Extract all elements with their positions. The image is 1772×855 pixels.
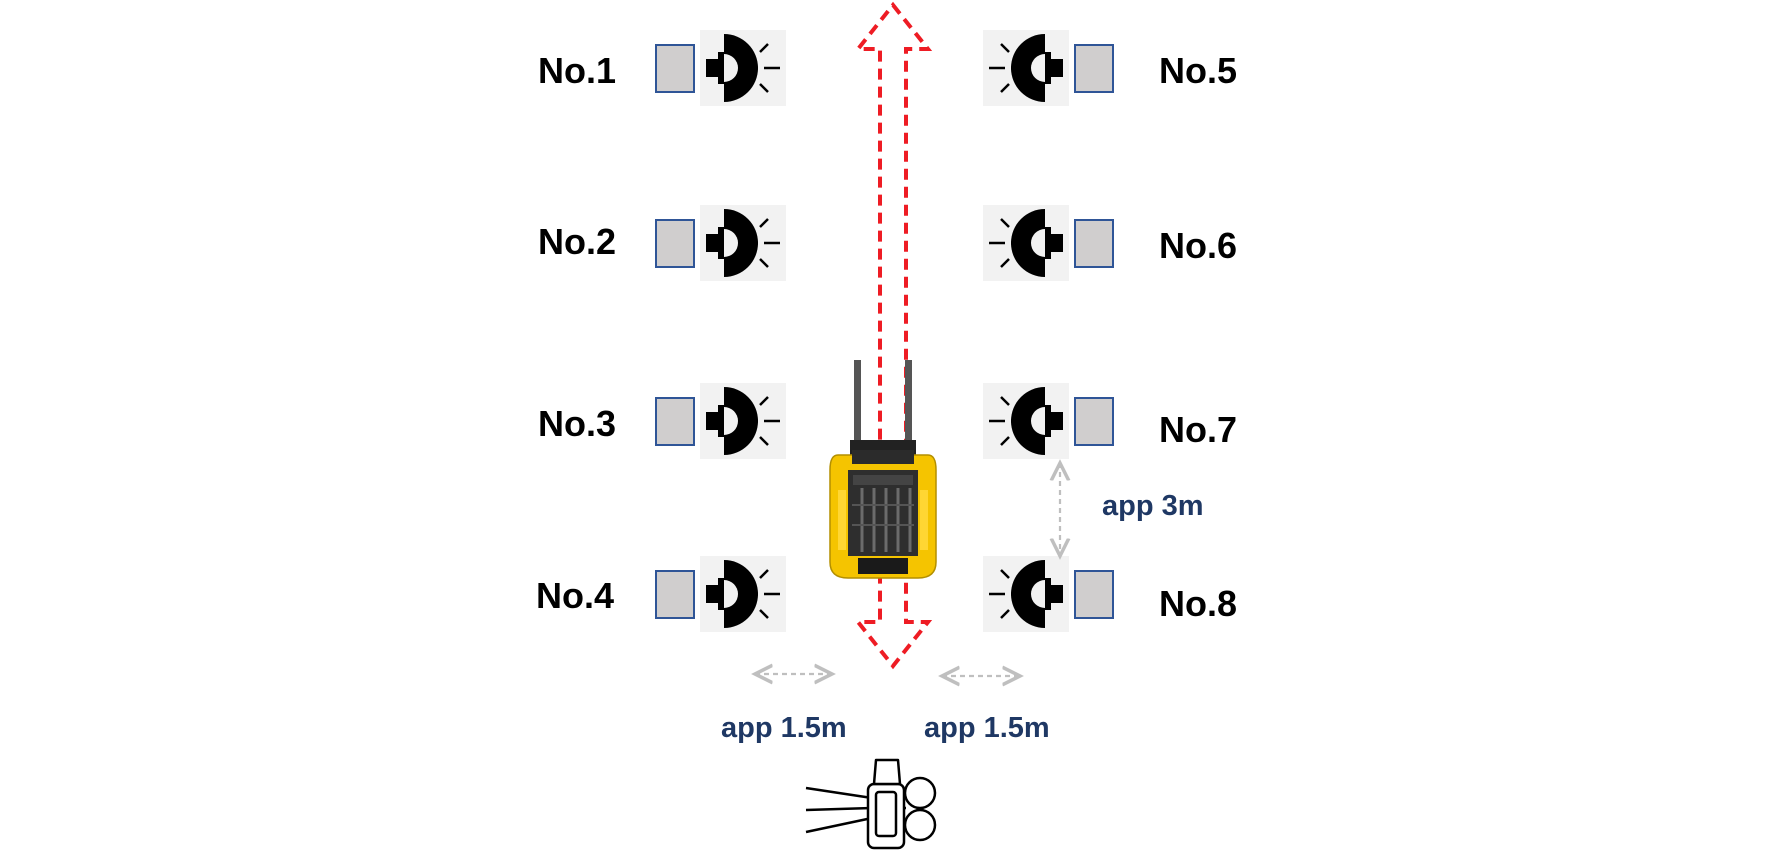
- spotlight-icon: [983, 205, 1069, 281]
- lamp-8: [983, 556, 1114, 632]
- spotlight-icon: [983, 30, 1069, 106]
- sensor-box: [1074, 219, 1114, 268]
- lamp-label-no1: No.1: [538, 50, 617, 91]
- sensor-box: [1074, 570, 1114, 619]
- lamp-label-no5: No.5: [1159, 50, 1238, 91]
- sensor-box: [655, 570, 695, 619]
- lamp-label-no7: No.7: [1159, 409, 1238, 450]
- spotlight-icon: [698, 554, 788, 634]
- lamp-label-no8: No.8: [1159, 583, 1238, 624]
- spotlight-icon: [983, 556, 1069, 632]
- lamp-5: [983, 30, 1114, 106]
- lamp-label-no3: No.3: [538, 403, 617, 444]
- lamp-1: [655, 28, 788, 108]
- sensor-box: [1074, 397, 1114, 446]
- lamp-label-no6: No.6: [1159, 225, 1238, 266]
- sensor-box: [655, 219, 695, 268]
- sensor-box: [655, 44, 695, 93]
- video-camera-icon: [805, 758, 937, 850]
- lamp-7: [983, 383, 1114, 459]
- forklift-icon: [829, 360, 937, 579]
- double-headed-arrow-icon: [853, 1, 933, 670]
- lamp-label-no4: No.4: [536, 575, 615, 616]
- vertical-spacing-label: app 3m: [1102, 490, 1204, 522]
- lamp-2: [655, 203, 788, 283]
- lamp-3: [655, 381, 788, 461]
- right-lateral-distance-label: app 1.5m: [924, 712, 1050, 744]
- lamp-label-no2: No.2: [538, 221, 617, 262]
- left-lateral-distance-label: app 1.5m: [721, 712, 847, 744]
- spotlight-icon: [698, 28, 788, 108]
- spotlight-icon: [983, 383, 1069, 459]
- lamps-layer: [655, 28, 1114, 634]
- spotlight-icon: [698, 381, 788, 461]
- spotlight-icon: [698, 203, 788, 283]
- sensor-box: [1074, 44, 1114, 93]
- lamp-6: [983, 205, 1114, 281]
- sensor-box: [655, 397, 695, 446]
- lamp-4: [655, 554, 788, 634]
